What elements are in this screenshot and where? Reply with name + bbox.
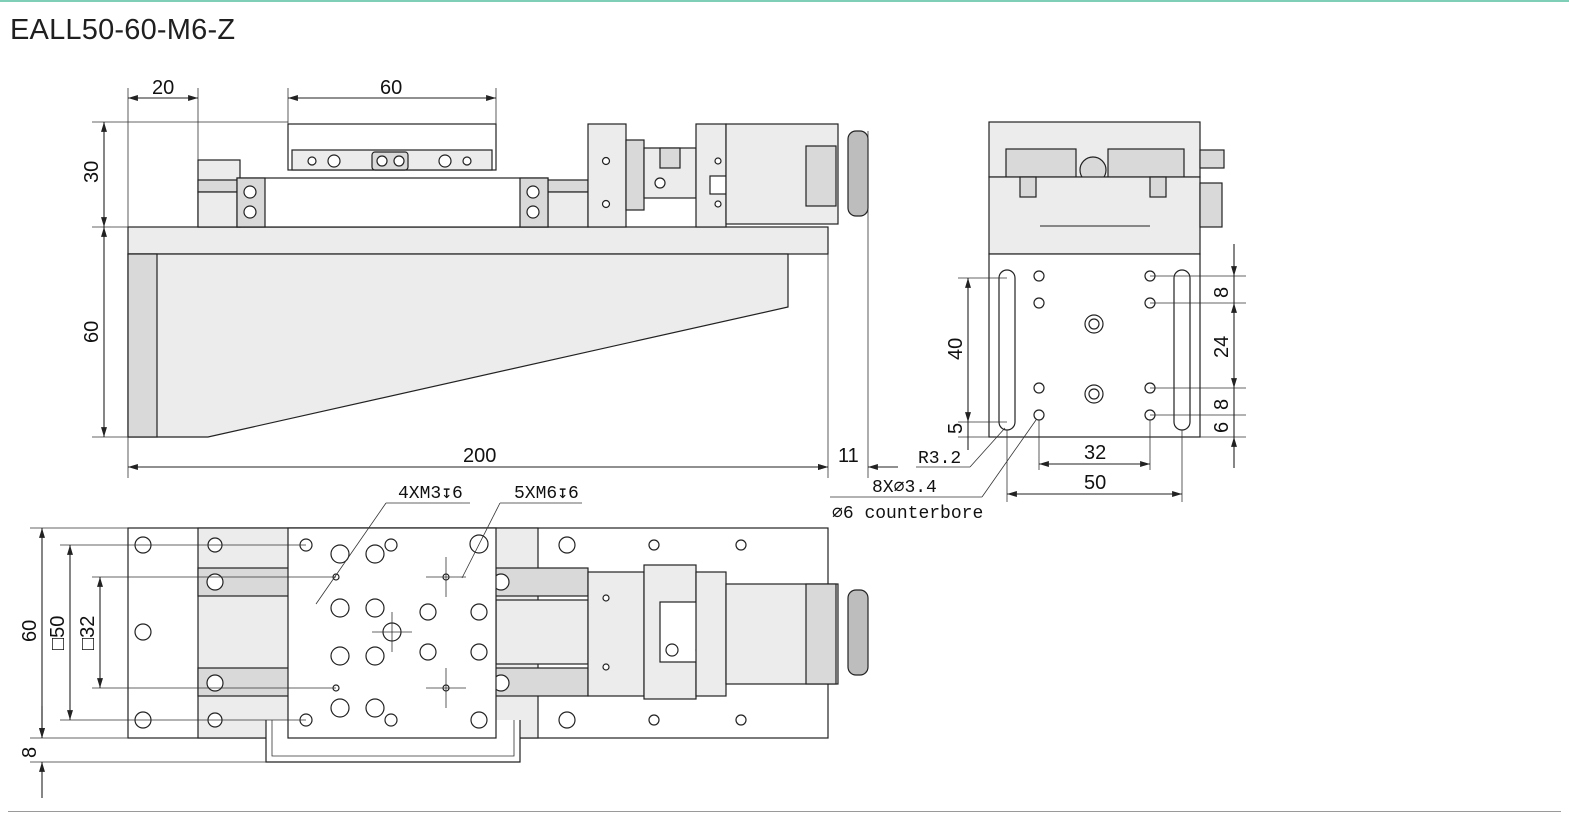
dim-square-32: □32 xyxy=(77,616,99,650)
carriage-screw xyxy=(243,205,257,219)
dim-slot-length: 40 xyxy=(945,338,967,360)
page-title: EALL50-60-M6-Z xyxy=(10,14,236,46)
mount-hole xyxy=(1033,270,1045,282)
carriage xyxy=(236,177,549,228)
dim-table-length: 60 xyxy=(380,77,402,99)
mount-hole xyxy=(1033,382,1045,394)
bracket-rib xyxy=(127,253,158,438)
bracket-face xyxy=(988,253,1201,438)
dim-slot-bottom: 5 xyxy=(945,423,967,434)
table-hole xyxy=(462,156,472,166)
dim-square-50: □50 xyxy=(47,616,69,650)
carriage-screw xyxy=(526,205,540,219)
side-view: 20 60 30 60 200 11 xyxy=(81,77,898,478)
rail-block-left xyxy=(1005,148,1077,178)
top-view: 4XM3↧6 5XM6↧6 60 □50 □32 8 xyxy=(19,484,869,798)
top-motor-plate xyxy=(587,571,645,697)
hand-knob xyxy=(847,130,869,217)
mount-hole xyxy=(1033,409,1045,421)
end-knob xyxy=(1199,182,1223,228)
dim-hole-spacing-1: 8 xyxy=(1211,287,1233,298)
dim-knob-offset: 11 xyxy=(838,445,859,467)
top-divider xyxy=(0,0,1569,2)
note-radius: R3.2 xyxy=(918,449,961,469)
motor-end-plate xyxy=(587,123,627,228)
rail-block-right xyxy=(1107,148,1185,178)
bearing-housing xyxy=(625,139,645,211)
dim-hole-spacing-3: 8 xyxy=(1211,399,1233,410)
table-screw xyxy=(438,154,452,168)
dim-base-offset: 20 xyxy=(152,77,174,99)
note-holes: 8X⌀3.4 xyxy=(872,478,937,498)
dim-total-length: 200 xyxy=(463,445,496,467)
end-view: 8 24 8 6 40 5 32 50 R3.2 8X⌀3.4 ⌀6 count… xyxy=(830,121,1246,524)
lead-screw-cover xyxy=(495,599,589,665)
table-hole xyxy=(307,156,317,166)
base-plate xyxy=(127,226,829,255)
mount-hole xyxy=(1033,297,1045,309)
callout-m6: 5XM6↧6 xyxy=(514,484,579,504)
top-knob xyxy=(847,589,869,676)
dim-width: 50 xyxy=(1084,472,1106,494)
callout-m3: 4XM3↧6 xyxy=(398,484,463,504)
note-counterbore: ⌀6 counterbore xyxy=(832,504,983,524)
slot-right xyxy=(1173,269,1191,431)
bottom-divider xyxy=(8,811,1561,812)
carriage-screw xyxy=(526,185,540,199)
carriage-screw xyxy=(243,185,257,199)
dim-hole-spacing-4: 6 xyxy=(1211,422,1233,433)
angle-bracket xyxy=(127,253,789,438)
dim-bracket-height: 60 xyxy=(81,321,103,343)
slot-left xyxy=(998,269,1016,431)
dim-hole-spacing-2: 24 xyxy=(1211,336,1233,358)
dim-table-height: 30 xyxy=(81,161,103,183)
table-screw xyxy=(327,154,341,168)
dim-hole-pitch: 32 xyxy=(1084,442,1106,464)
dim-bottom-offset: 8 xyxy=(19,747,41,758)
dim-total-width: 60 xyxy=(19,620,41,642)
